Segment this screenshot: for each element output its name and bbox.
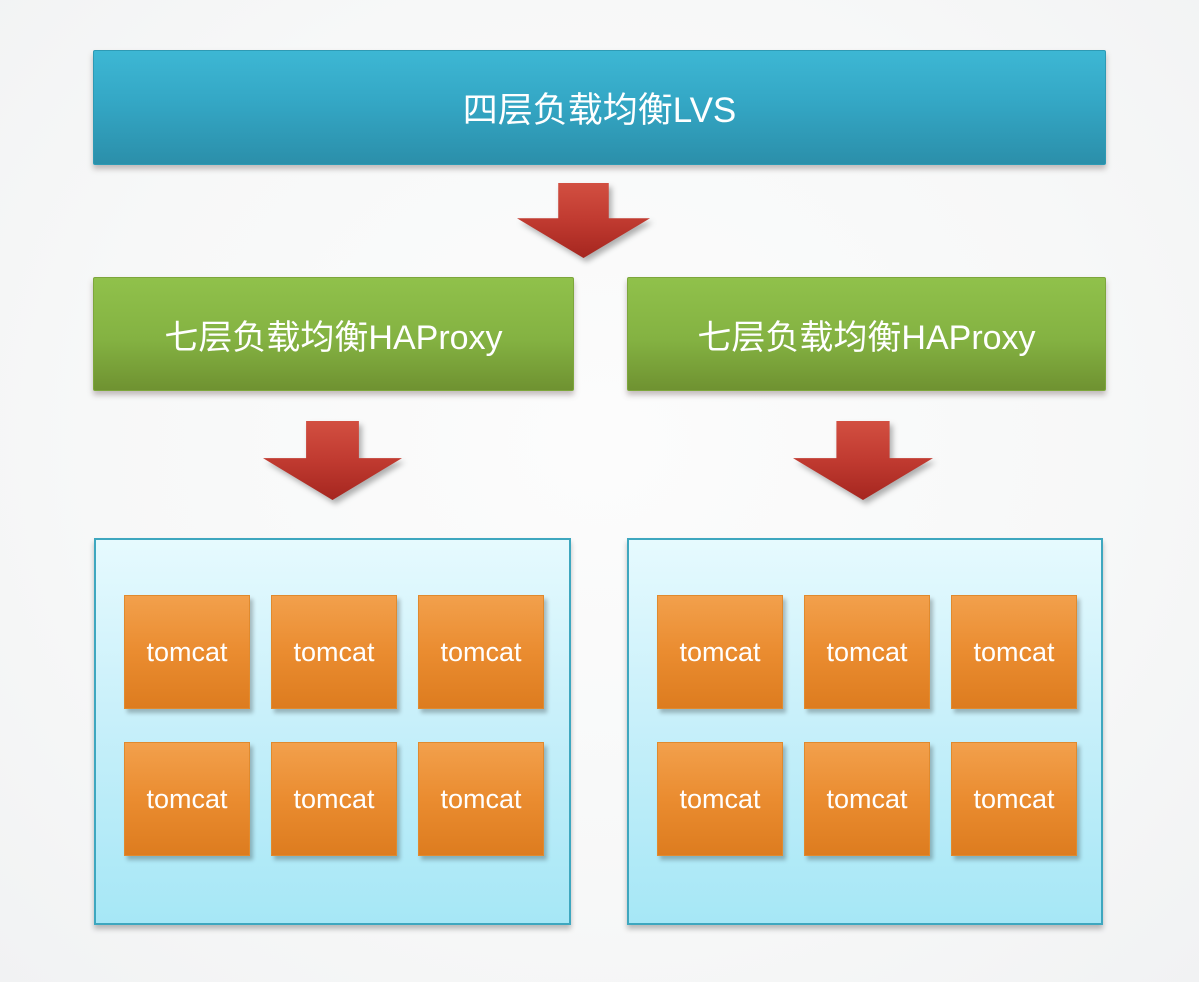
tomcat-node: tomcat: [804, 595, 930, 709]
tomcat-node: tomcat: [271, 742, 397, 856]
down-arrow-shape: [793, 421, 933, 500]
down-arrow-shape: [263, 421, 402, 500]
tomcat-cluster-left: tomcat tomcat tomcat tomcat tomcat tomca…: [94, 538, 571, 925]
tomcat-node: tomcat: [657, 595, 783, 709]
down-arrow-icon: [263, 421, 402, 500]
tomcat-node: tomcat: [418, 742, 544, 856]
down-arrow-icon: [793, 421, 933, 500]
haproxy-layer7-box-right: 七层负载均衡HAProxy: [627, 277, 1106, 391]
tomcat-node: tomcat: [124, 742, 250, 856]
tomcat-node-grid: tomcat tomcat tomcat tomcat tomcat tomca…: [657, 595, 1101, 856]
tomcat-node: tomcat: [418, 595, 544, 709]
tomcat-node-grid: tomcat tomcat tomcat tomcat tomcat tomca…: [124, 595, 569, 856]
down-arrow-shape: [517, 183, 650, 258]
tomcat-node: tomcat: [124, 595, 250, 709]
haproxy-layer7-box-left: 七层负载均衡HAProxy: [93, 277, 574, 391]
tomcat-node: tomcat: [951, 742, 1077, 856]
tomcat-node: tomcat: [951, 595, 1077, 709]
down-arrow-icon: [517, 183, 650, 258]
tomcat-node: tomcat: [271, 595, 397, 709]
tomcat-cluster-right: tomcat tomcat tomcat tomcat tomcat tomca…: [627, 538, 1103, 925]
tomcat-node: tomcat: [657, 742, 783, 856]
tomcat-node: tomcat: [804, 742, 930, 856]
lvs-layer4-box: 四层负载均衡LVS: [93, 50, 1106, 165]
